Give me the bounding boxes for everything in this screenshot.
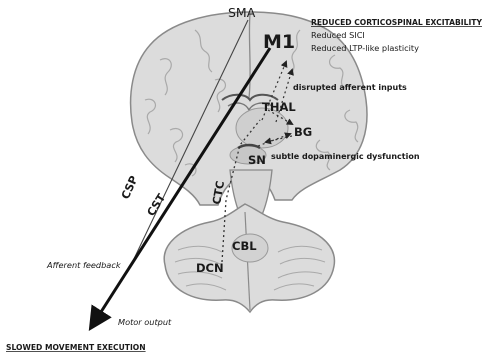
bg-label: BG	[294, 125, 312, 139]
motor-output-label: Motor output	[118, 317, 172, 327]
disrupted-inputs-label: disrupted afferent inputs	[293, 83, 407, 92]
ctc-label: CTC	[210, 180, 227, 206]
afferent-feedback-label: Afferent feedback	[46, 260, 122, 270]
dcn-label: DCN	[196, 261, 224, 275]
sn-label: SN	[248, 153, 266, 167]
dopaminergic-label: subtle dopaminergic dysfunction	[271, 152, 420, 161]
excitability-line1: Reduced SICI	[311, 30, 365, 40]
m1-label: M1	[263, 31, 295, 53]
thal-label: THAL	[262, 100, 296, 114]
cbl-label: CBL	[232, 239, 257, 253]
slowed-execution-label: SLOWED MOVEMENT EXECUTION	[6, 343, 146, 352]
csp-label: CSP	[119, 174, 141, 201]
excitability-title: REDUCED CORTICOSPINAL EXCITABILITY	[311, 18, 482, 27]
excitability-line2: Reduced LTP-like plasticity	[311, 43, 419, 53]
sma-label: SMA	[228, 5, 256, 20]
cerebellum-drawing	[164, 204, 334, 312]
